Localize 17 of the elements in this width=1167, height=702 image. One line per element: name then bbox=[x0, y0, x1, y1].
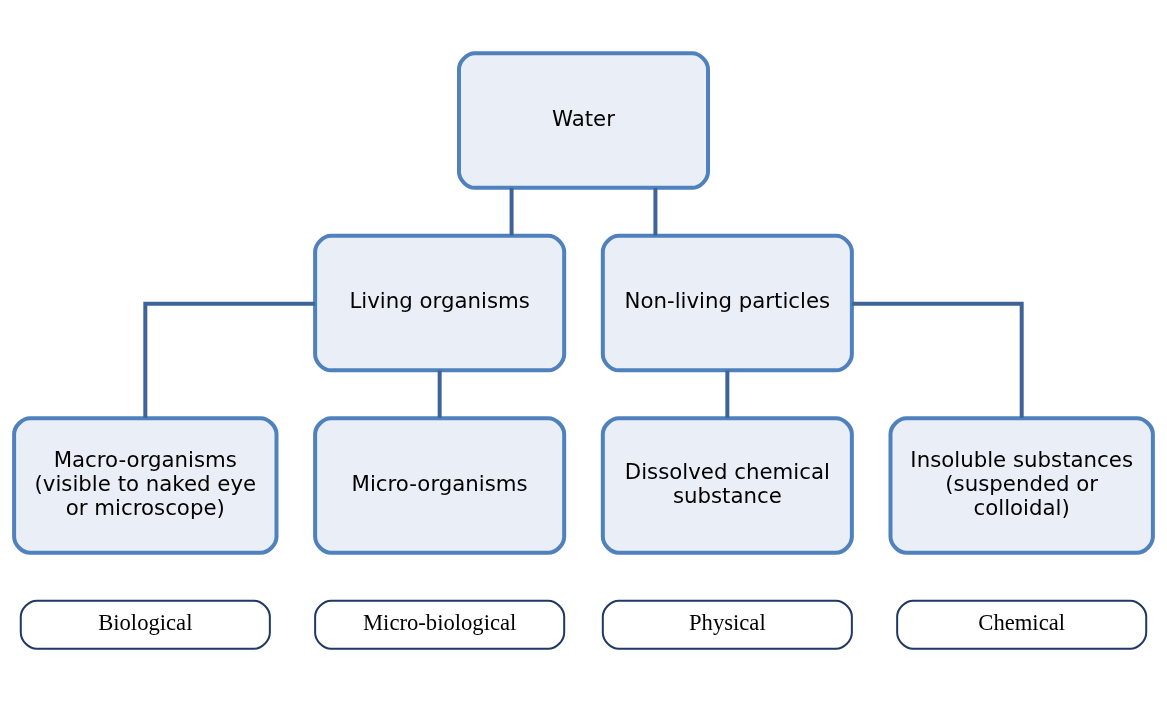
node-box: Dissolved chemical substance bbox=[600, 416, 854, 555]
node-box: Biological bbox=[19, 599, 271, 650]
node-box: Micro-biological bbox=[314, 599, 566, 650]
node-box: Micro-organisms bbox=[313, 416, 567, 555]
node-box: Physical bbox=[601, 599, 853, 650]
connector bbox=[143, 301, 315, 418]
connector bbox=[725, 370, 730, 418]
node-box: Insoluble substances (suspended or colloidal) bbox=[888, 416, 1155, 555]
connector bbox=[852, 301, 1024, 418]
connector bbox=[653, 188, 658, 236]
connector bbox=[437, 370, 442, 418]
node-box: Macro-organisms (visible to naked eye or microscope) bbox=[12, 416, 279, 555]
connector bbox=[509, 188, 514, 236]
node-box: Living organisms bbox=[313, 233, 567, 373]
node-box: Chemical bbox=[896, 599, 1148, 650]
node-box: Water bbox=[456, 51, 711, 190]
node-box: Non-living particles bbox=[600, 233, 854, 373]
